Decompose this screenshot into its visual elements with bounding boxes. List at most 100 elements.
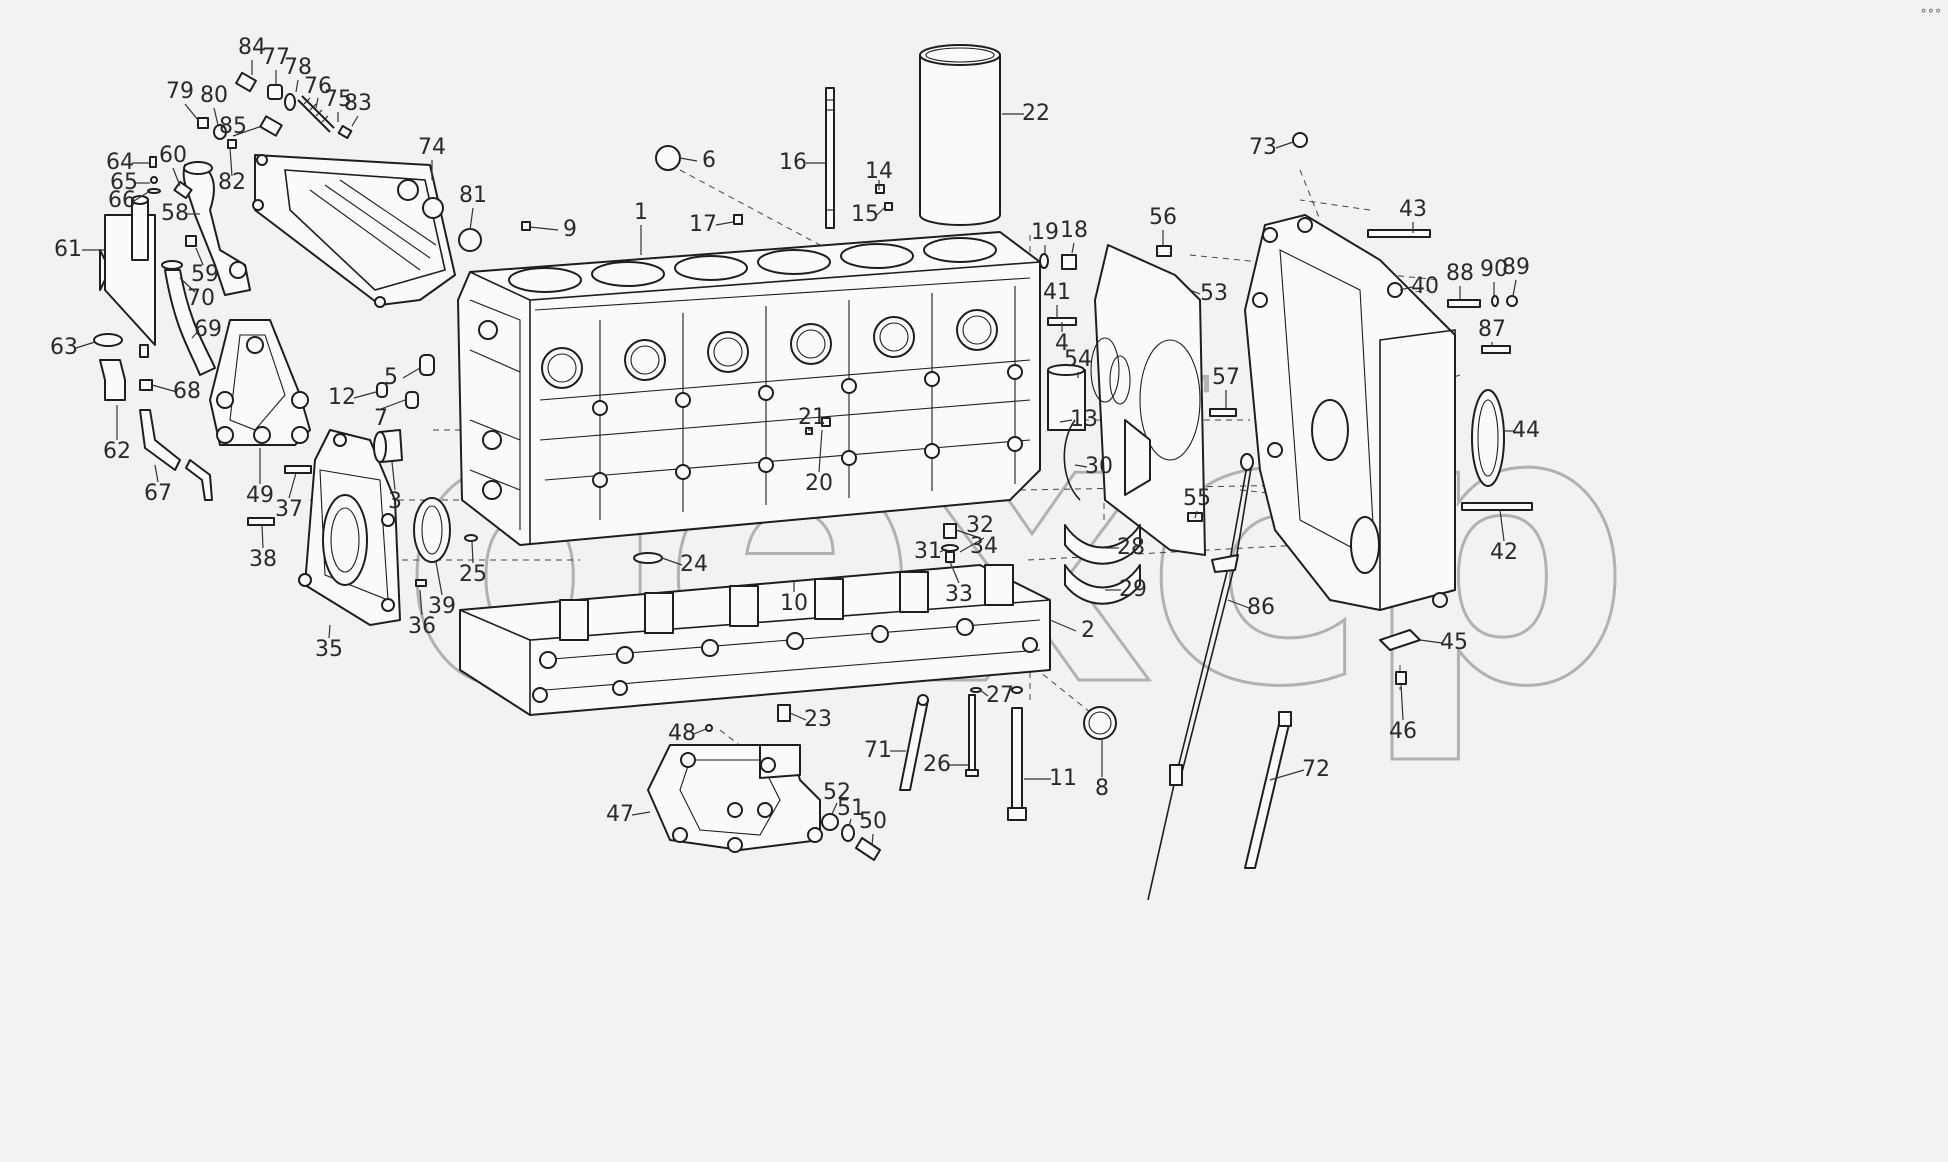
leader-line [295,79,299,93]
leader-line [213,107,219,126]
head-bolt [825,87,835,229]
leader-line [949,561,960,584]
part-number-50: 50 [859,809,887,834]
leader-line [154,464,159,483]
leader-line [1400,683,1404,721]
part-number-14: 14 [865,159,893,184]
part-number-62: 62 [103,439,131,464]
mount-bracket-left [209,319,311,446]
part-number-1: 1 [634,200,648,225]
flywheel-housing-parts [1367,229,1533,685]
leader-line [848,818,852,827]
leader-line [529,226,559,231]
leader-line [693,728,707,735]
part-number-59: 59 [191,262,219,287]
leader-line [75,341,96,349]
part-number-35: 35 [315,637,343,662]
part-number-57: 57 [1212,365,1240,390]
part-number-13: 13 [1070,407,1098,432]
leader-lines [75,60,1517,847]
leader-line [631,811,651,816]
part-number-15: 15 [851,202,879,227]
lower-tubes-bolts [777,686,1292,869]
filter-housing [99,195,156,358]
part-number-83: 83 [344,91,372,116]
leader-line [288,472,297,499]
part-number-3: 3 [388,489,402,514]
small-top-parts [521,132,1308,270]
leader-line [172,167,181,187]
front-cover [298,429,401,626]
oil-cooler-housing [252,154,456,308]
part-number-73: 73 [1249,135,1277,160]
part-number-90: 90 [1480,257,1508,282]
part-number-66: 66 [108,188,136,213]
leader-line [1275,141,1294,149]
part-number-45: 45 [1440,630,1468,655]
part-number-33: 33 [945,582,973,607]
block-detail-parts [805,417,982,693]
part-number-84: 84 [238,35,266,60]
part-number-86: 86 [1247,595,1275,620]
part-number-77: 77 [262,45,290,70]
leader-line [1399,286,1413,291]
part-number-28: 28 [1117,535,1145,560]
part-number-61: 61 [54,237,82,262]
part-number-78: 78 [284,55,312,80]
cylinder-liner [919,44,1001,226]
part-number-25: 25 [459,562,487,587]
leader-line [232,125,263,137]
part-number-6: 6 [702,148,716,173]
part-number-32: 32 [966,513,994,538]
part-number-69: 69 [194,317,222,342]
part-number-89: 89 [1502,255,1530,280]
leader-line [979,689,989,697]
part-number-79: 79 [166,79,194,104]
leader-line [1499,509,1505,542]
dipstick [1147,453,1254,901]
leader-line [1419,639,1443,644]
corner-mark: °°° [1920,7,1942,21]
part-number-34: 34 [970,534,998,559]
part-number-43: 43 [1399,197,1427,222]
oil-cooler-parts [197,71,482,252]
part-number-38: 38 [249,547,277,572]
leader-line [1194,510,1198,519]
leader-line [391,461,396,491]
leader-line [229,147,233,177]
leader-line [1189,289,1201,295]
part-number-81: 81 [459,183,487,208]
part-number-82: 82 [218,170,246,195]
oil-pipe-assembly [173,161,251,296]
part-number-4: 4 [1055,331,1069,356]
leader-line [871,833,874,847]
part-number-18: 18 [1060,218,1088,243]
part-number-53: 53 [1200,281,1228,306]
part-number-56: 56 [1149,205,1177,230]
part-number-36: 36 [408,614,436,639]
leader-line [261,524,264,549]
part-number-41: 41 [1043,280,1071,305]
part-number-39: 39 [428,594,456,619]
part-number-11: 11 [1049,766,1077,791]
bedplate [459,564,1051,716]
part-number-64: 64 [106,150,134,175]
leader-line [151,384,178,393]
leader-line [679,157,698,162]
leader-line [328,624,331,639]
leader-line [1227,599,1250,609]
leader-line [959,537,985,553]
leader-line [661,557,683,566]
part-number-75: 75 [324,87,352,112]
part-number-88: 88 [1446,261,1474,286]
part-number-37: 37 [275,497,303,522]
leader-line [179,277,196,293]
part-number-27: 27 [986,683,1014,708]
part-number-48: 48 [668,721,696,746]
leader-line [184,103,199,121]
leader-line [1049,619,1077,632]
part-number-55: 55 [1183,486,1211,511]
part-number-63: 63 [50,335,78,360]
part-number-24: 24 [680,552,708,577]
